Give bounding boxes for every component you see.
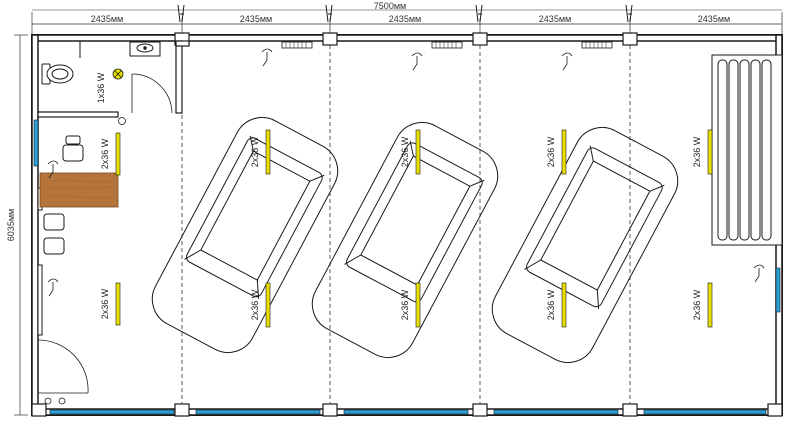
storage-rack <box>711 54 783 246</box>
bulb-icon <box>112 68 124 80</box>
radiator-fins <box>285 42 607 48</box>
total-width-label: 7500мм <box>374 1 406 11</box>
fluorescent-lamps <box>115 129 713 328</box>
module-width-label: 2435мм <box>539 14 571 24</box>
lamp-label: 2x36 W <box>546 289 556 320</box>
height-label: 6035мм <box>6 209 16 241</box>
chair-icon <box>43 213 65 255</box>
support-marks <box>177 4 633 23</box>
left-window <box>33 119 39 167</box>
lamp-label: 2x36 W <box>100 288 110 319</box>
columns <box>31 32 783 417</box>
ceiling-fan-icon <box>118 117 126 125</box>
car-outline-icon <box>491 127 679 363</box>
lamp-label: 2x36 W <box>692 136 702 167</box>
wooden-desk <box>39 172 119 208</box>
lamp-label: 2x36 W <box>692 289 702 320</box>
module-width-label: 2435мм <box>240 14 272 24</box>
lamp-labels: 2x36 W 2x36 W 2x36 W 2x36 W 2x36 W 2x36 … <box>100 136 702 320</box>
door-handle-icon <box>44 397 66 405</box>
left-dimension: 6035мм <box>6 34 28 416</box>
lamp-label: 2x36 W <box>400 289 410 320</box>
entrance-door[interactable] <box>37 339 89 395</box>
bathroom-door[interactable] <box>131 73 173 114</box>
bottom-windows <box>49 409 767 415</box>
lamp-label: 2x36 W <box>400 136 410 167</box>
right-window <box>775 267 781 313</box>
wood-grain <box>43 179 115 199</box>
lamp-label: 2x36 W <box>546 136 556 167</box>
module-dividers <box>181 45 631 404</box>
sink-icon <box>129 41 161 57</box>
top-dimension: 7500мм 2435мм 2435мм 2435мм 2435мм 2435м… <box>31 1 783 34</box>
module-width-label: 2435мм <box>698 14 730 24</box>
lamp-label: 2x36 W <box>100 138 110 169</box>
bathroom-walls <box>37 40 190 118</box>
chair-icon <box>62 135 84 162</box>
radiator-icon <box>281 41 613 49</box>
bulb-label: 1x36 W <box>96 72 106 103</box>
lamp-label: 2x36 W <box>250 136 260 167</box>
car-outline-icon <box>151 117 339 353</box>
outer-walls <box>31 34 783 416</box>
lamp-label: 2x36 W <box>250 289 260 320</box>
ceiling-fan-icon <box>47 48 765 297</box>
toilet-icon <box>41 63 74 85</box>
car-outline-icon <box>311 122 499 358</box>
module-width-label: 2435мм <box>91 14 123 24</box>
module-width-label: 2435мм <box>389 14 421 24</box>
